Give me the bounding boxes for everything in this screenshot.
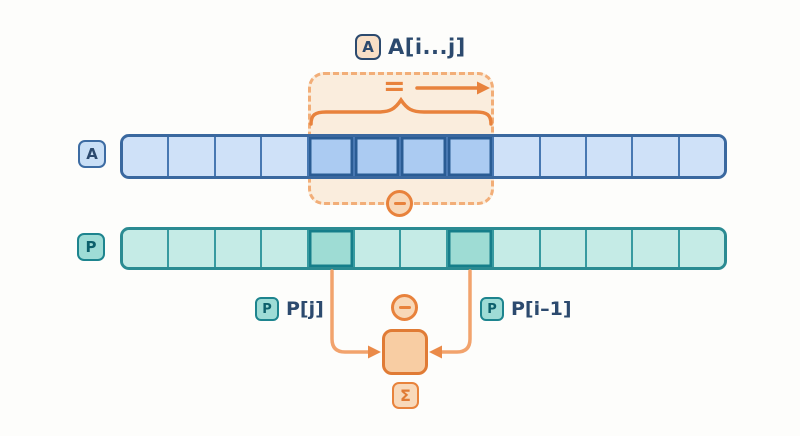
subarray-title: A A[i...j] bbox=[355, 34, 466, 60]
array-cell bbox=[401, 230, 448, 267]
minus-bar bbox=[398, 305, 411, 310]
array-cell bbox=[308, 230, 355, 267]
subtract-icon bbox=[391, 294, 418, 321]
array-cell bbox=[494, 137, 541, 176]
array-cell bbox=[169, 230, 216, 267]
array-cell bbox=[679, 230, 724, 267]
array-cell bbox=[215, 137, 263, 176]
array-cell bbox=[123, 230, 170, 267]
array-cell bbox=[633, 137, 680, 176]
array-cell bbox=[494, 230, 541, 267]
array-cell bbox=[447, 230, 495, 267]
array-a-badge: A bbox=[78, 140, 106, 168]
array-p-chip-icon: P bbox=[480, 297, 504, 321]
array-cell bbox=[447, 137, 495, 176]
array-cell bbox=[586, 137, 634, 176]
array-cell bbox=[354, 137, 402, 176]
array-p-badge-letter: P bbox=[85, 238, 97, 256]
p-chip-letter-right: P bbox=[487, 301, 497, 317]
array-a-chip-letter: A bbox=[362, 38, 374, 56]
array-cell bbox=[401, 137, 448, 176]
sigma-badge: Σ bbox=[392, 382, 419, 409]
label-p-j: P P[j] bbox=[255, 297, 324, 321]
subarray-range-label: A[i...j] bbox=[388, 35, 466, 59]
p-j-text: P[j] bbox=[286, 298, 324, 320]
array-cell bbox=[123, 137, 170, 176]
array-cell bbox=[586, 230, 634, 267]
array-cell bbox=[540, 230, 587, 267]
minus-icon bbox=[386, 190, 413, 217]
array-cell bbox=[215, 230, 263, 267]
array-cell bbox=[308, 137, 355, 176]
p-i-minus-1-text: P[i–1] bbox=[511, 298, 572, 320]
array-a-badge-letter: A bbox=[86, 145, 98, 163]
p-chip-letter-left: P bbox=[262, 301, 272, 317]
pi1-connector-arrow bbox=[429, 269, 472, 359]
array-a bbox=[120, 134, 727, 179]
equals-sign: = bbox=[383, 71, 406, 102]
array-cell bbox=[679, 137, 724, 176]
result-box bbox=[382, 329, 428, 375]
array-cell bbox=[262, 137, 309, 176]
sigma-letter: Σ bbox=[400, 386, 411, 405]
array-a-chip-icon: A bbox=[355, 34, 381, 60]
array-p bbox=[120, 227, 727, 270]
array-cell bbox=[633, 230, 680, 267]
array-cell bbox=[540, 137, 587, 176]
array-p-chip-icon: P bbox=[255, 297, 279, 321]
array-p-badge: P bbox=[77, 233, 105, 261]
array-cell bbox=[169, 137, 216, 176]
label-p-i-minus-1: P P[i–1] bbox=[480, 297, 572, 321]
array-cell bbox=[262, 230, 309, 267]
array-cell bbox=[354, 230, 402, 267]
minus-bar bbox=[393, 201, 406, 206]
pj-connector-arrow bbox=[330, 269, 381, 359]
